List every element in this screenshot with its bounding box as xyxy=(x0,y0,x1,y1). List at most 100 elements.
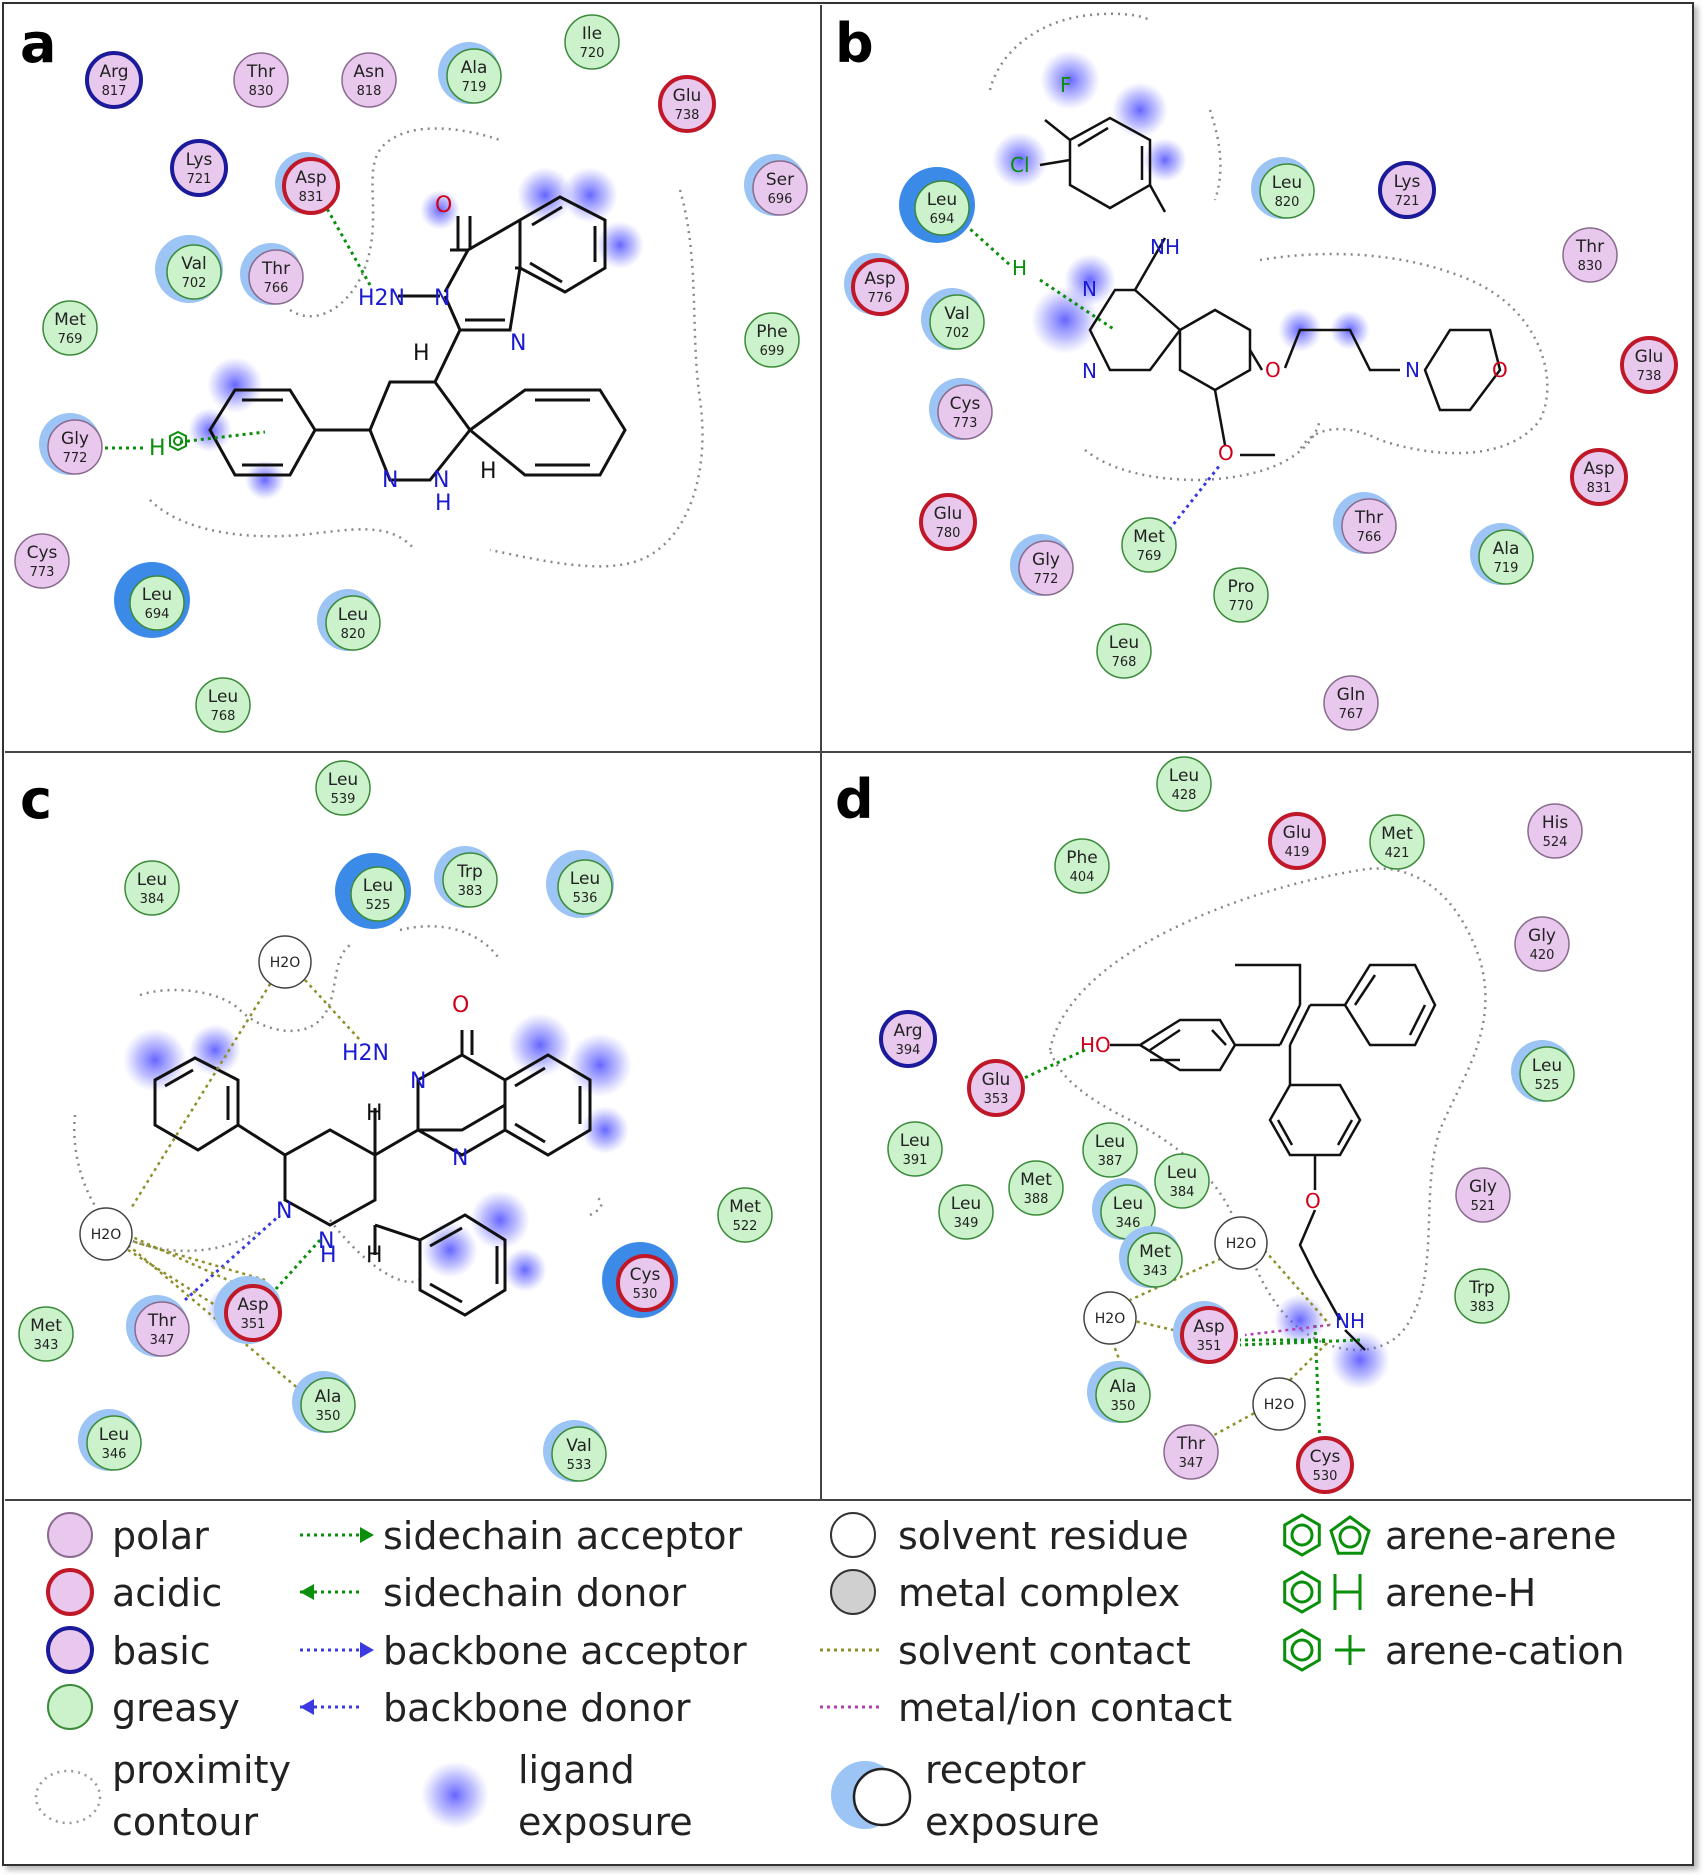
residue-number: 346 xyxy=(102,1447,127,1462)
residue-circle xyxy=(1454,1268,1510,1324)
residue-name: Glu xyxy=(673,86,702,106)
residue-number: 530 xyxy=(633,1287,658,1302)
residue-name: Met xyxy=(729,1197,761,1217)
residue-number: 719 xyxy=(1494,561,1519,576)
residue-number: 769 xyxy=(1137,549,1162,564)
legend-item-metal-contact: metal/ion contact xyxy=(820,1686,1232,1730)
panel-label-d: d xyxy=(835,768,874,831)
residue-number: 702 xyxy=(945,326,970,341)
legend-ligand-exposure-label: exposure xyxy=(518,1800,693,1844)
residue-number: 696 xyxy=(768,192,793,207)
residue-name: Leu xyxy=(927,190,957,210)
legend-item-interaction: sidechain donor xyxy=(300,1571,687,1615)
residue-number: 721 xyxy=(1395,194,1420,209)
residue-circle xyxy=(1127,1232,1183,1288)
atom-label: NH xyxy=(1150,235,1180,259)
residue-circle xyxy=(919,493,977,551)
residue-name: Thr xyxy=(1575,237,1604,257)
residue-name: Leu xyxy=(338,605,368,625)
legend-label: arene-arene xyxy=(1385,1514,1617,1558)
residue-number: 347 xyxy=(150,1333,175,1348)
residue-name: Leu xyxy=(1095,1132,1125,1152)
residue-circle xyxy=(658,75,716,133)
residue-node: Met 421 xyxy=(1369,814,1425,870)
residue-circle xyxy=(744,312,800,368)
residue-name: Arg xyxy=(99,62,128,82)
residue-name: Leu xyxy=(208,687,238,707)
solvent-contact-lines xyxy=(127,959,361,1391)
atom-label: O xyxy=(1492,358,1508,382)
residue-number: 770 xyxy=(1229,599,1254,614)
residue-circle xyxy=(1620,336,1678,394)
arene-cation-icon xyxy=(1283,1628,1365,1672)
atom-label: N xyxy=(318,1229,334,1254)
atom-label: H xyxy=(413,341,430,366)
residue-name: Asn xyxy=(353,62,384,82)
panel-label-b: b xyxy=(835,12,874,75)
atom-label: NH xyxy=(1335,1309,1365,1333)
atom-label: N xyxy=(1082,359,1097,383)
residue-name: Met xyxy=(30,1316,62,1336)
residue-circle xyxy=(879,1010,937,1068)
residue-name: Ala xyxy=(1110,1377,1137,1397)
residue-circle xyxy=(325,595,381,651)
residue-name: Glu xyxy=(1635,347,1664,367)
residue-name: Ser xyxy=(766,170,794,190)
residue-name: Gly xyxy=(1528,926,1556,946)
residue-circle xyxy=(1527,803,1583,859)
atom-label: H xyxy=(366,1243,383,1268)
arene-h-symbol xyxy=(169,430,187,452)
legend-proximity-label: proximity xyxy=(112,1748,291,1792)
interaction-lines xyxy=(958,218,1222,536)
residue-circle xyxy=(1323,675,1379,731)
legend-label: polar xyxy=(112,1514,209,1558)
residue-number: 768 xyxy=(1112,655,1137,670)
legend-label: backbone acceptor xyxy=(383,1629,747,1673)
residue-name: Lys xyxy=(1394,172,1421,192)
legend-label: acidic xyxy=(112,1571,222,1615)
residue-name: Thr xyxy=(147,1311,176,1331)
residue-name: Glu xyxy=(982,1070,1011,1090)
atom-label: H xyxy=(149,436,166,461)
residue-name: Ala xyxy=(315,1387,342,1407)
residue-circle xyxy=(1514,916,1570,972)
residue-number: 350 xyxy=(1111,1399,1136,1414)
residue-number: 383 xyxy=(1470,1300,1495,1315)
residue-circle xyxy=(282,157,340,215)
residue-node: Phe 404 xyxy=(1054,838,1110,894)
atom-label: N xyxy=(434,286,450,311)
legend-receptor-exposure-label: exposure xyxy=(925,1800,1100,1844)
residue-name: Met xyxy=(1133,527,1165,547)
residue-circle xyxy=(914,180,970,236)
residue-number: 404 xyxy=(1070,870,1095,885)
panel-label-c: c xyxy=(20,768,52,831)
residue-circle xyxy=(564,14,620,70)
residue-number: 421 xyxy=(1385,846,1410,861)
residue-name: Leu xyxy=(900,1131,930,1151)
residue-name: Phe xyxy=(1066,848,1098,868)
residue-circle xyxy=(929,294,985,350)
residue-number: 720 xyxy=(580,46,605,61)
proximity-contour xyxy=(149,127,704,568)
residue-node: Lys 721 xyxy=(1378,161,1436,219)
residue-name: Met xyxy=(1381,824,1413,844)
residue-name: Leu xyxy=(1167,1163,1197,1183)
legend-item-solvent-contact: solvent contact xyxy=(820,1629,1191,1673)
